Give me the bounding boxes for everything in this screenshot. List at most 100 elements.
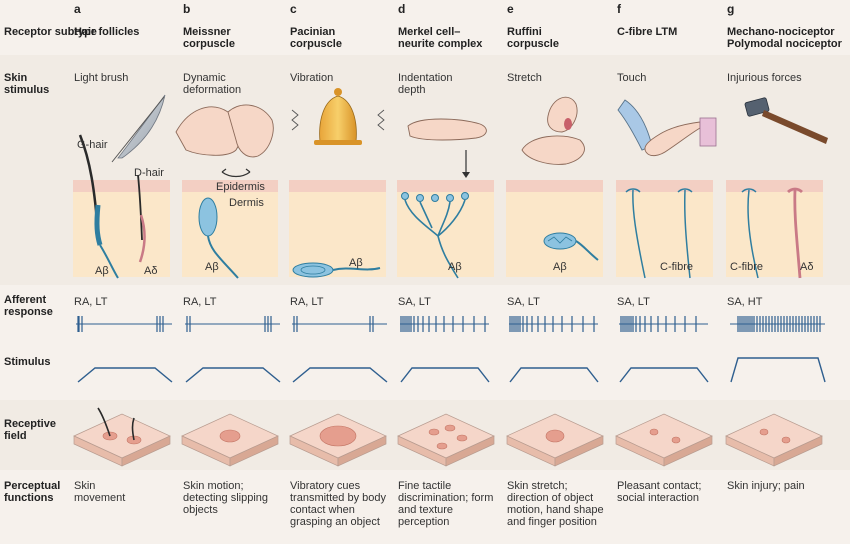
col-d-name: Merkel cell–neurite complex (398, 26, 483, 50)
stimulus-trace-f (619, 367, 709, 383)
col-d-letter: d (398, 2, 406, 16)
receptive-field-f (615, 413, 713, 467)
abeta-label-a: Aβ (95, 265, 109, 277)
spike-train-e (509, 316, 598, 332)
col-d-perception: Fine tactile discrimination; form and te… (398, 480, 494, 528)
skin-blocks (73, 180, 823, 277)
col-a-letter: a (74, 2, 81, 16)
response-band (0, 285, 850, 345)
field-slab-top (725, 413, 823, 459)
col-c-perception: Vibratory cues transmitted by body conta… (290, 480, 386, 528)
col-e-perception: Skin stretch; direction of object motion… (507, 480, 604, 528)
receptive-spot (671, 436, 681, 444)
col-d-stimulus: Indentation depth (398, 72, 453, 96)
spike-train-f (619, 316, 708, 332)
receptive-spot (545, 429, 565, 443)
spike-train-a (76, 316, 172, 332)
field-slab-side (121, 435, 171, 467)
col-a-perception: Skin movement (74, 480, 126, 504)
col-g-perception: Skin injury; pain (727, 480, 805, 492)
skin-block-b (182, 180, 278, 277)
merkel-complex (401, 192, 469, 279)
col-e-response: SA, LT (507, 296, 540, 308)
col-e-letter: e (507, 2, 514, 16)
hair-strand (131, 417, 135, 441)
col-f-letter: f (617, 2, 621, 16)
stretching-hand-icon (521, 96, 585, 165)
spike-train-b (185, 316, 280, 332)
receptive-field-g (725, 413, 823, 467)
pressing-hand-icon (407, 118, 487, 178)
hands-icon (175, 104, 274, 178)
field-slab-top (397, 413, 495, 459)
field-slab-side (554, 435, 604, 467)
field-slab-side (445, 435, 495, 467)
col-c-stimulus: Vibration (290, 72, 334, 84)
feather-icon (111, 94, 166, 163)
stimulus-trace-d (400, 367, 490, 383)
row-label-stimulus: Stimulus (4, 356, 51, 368)
hammer-icon (744, 97, 828, 144)
dermis-label: Dermis (229, 197, 264, 209)
field-slab-top (615, 413, 713, 459)
receptive-field-e (506, 413, 604, 467)
adelta-label-a: Aδ (144, 265, 157, 277)
receptive-spot (759, 428, 769, 436)
field-slab-side (337, 435, 387, 467)
field-slab-side (663, 435, 713, 467)
d-hair-follicle (137, 174, 146, 263)
row-label-afferent-response: Afferent response (4, 294, 53, 318)
stimulus-trace-g (730, 357, 826, 383)
receptive-spot (319, 425, 357, 447)
receptive-field-d (397, 413, 495, 467)
receptive-spot (781, 436, 791, 444)
row-label-receptive-field: Receptive field (4, 418, 56, 442)
receptive-fields (73, 407, 823, 467)
col-d-response: SA, LT (398, 296, 431, 308)
receptive-spot (649, 428, 659, 436)
col-e-stimulus: Stretch (507, 72, 542, 84)
cfibre-label-f: C-fibre (660, 261, 693, 273)
c-fibre-endings-f (625, 188, 693, 279)
field-slab-side (229, 435, 279, 467)
receptive-spot (428, 428, 440, 436)
field-slab-side (773, 435, 823, 467)
receptive-spot (444, 424, 456, 432)
col-e-name: Ruffini corpuscle (507, 26, 559, 50)
col-f-response: SA, LT (617, 296, 650, 308)
receptive-field-c (289, 413, 387, 467)
row-label-skin-stimulus: Skin stimulus (4, 72, 50, 96)
adelta-label-g: Aδ (800, 261, 813, 273)
nociceptor-endings (741, 187, 803, 279)
col-c-response: RA, LT (290, 296, 324, 308)
abeta-label-d: Aβ (448, 261, 462, 273)
abeta-label-c: Aβ (349, 257, 363, 269)
abeta-label-e: Aβ (553, 261, 567, 273)
stimulus-traces (77, 357, 826, 383)
col-b-perception: Skin motion; detecting slipping objects (183, 480, 269, 516)
row-label-perceptual-functions: Perceptual functions (4, 480, 61, 504)
hair-strand (97, 407, 111, 437)
col-a-name: Hair follicles (74, 26, 140, 38)
bell-icon (291, 88, 385, 145)
col-g-letter: g (727, 2, 735, 16)
field-slab-top (73, 413, 171, 459)
epidermis-label: Epidermis (216, 181, 265, 193)
stimulus-trace-a (77, 367, 173, 383)
receptive-field-b (181, 413, 279, 467)
afferent-spike-trains (76, 316, 825, 332)
ruffini-corpuscle (543, 232, 599, 261)
receptive-spot (456, 434, 468, 442)
stimulus-trace-b (185, 367, 281, 383)
col-c-name: Pacinian corpuscle (290, 26, 342, 50)
receptive-field-a (73, 407, 171, 467)
abeta-label-b: Aβ (205, 261, 219, 273)
stimulus-trace-c (292, 367, 388, 383)
col-g-response: SA, HT (727, 296, 763, 308)
meissner-corpuscle (198, 197, 239, 279)
col-b-stimulus: Dynamic deformation (183, 72, 242, 96)
receptive-spot (219, 429, 241, 443)
d-hair-label: D-hair (134, 167, 164, 179)
